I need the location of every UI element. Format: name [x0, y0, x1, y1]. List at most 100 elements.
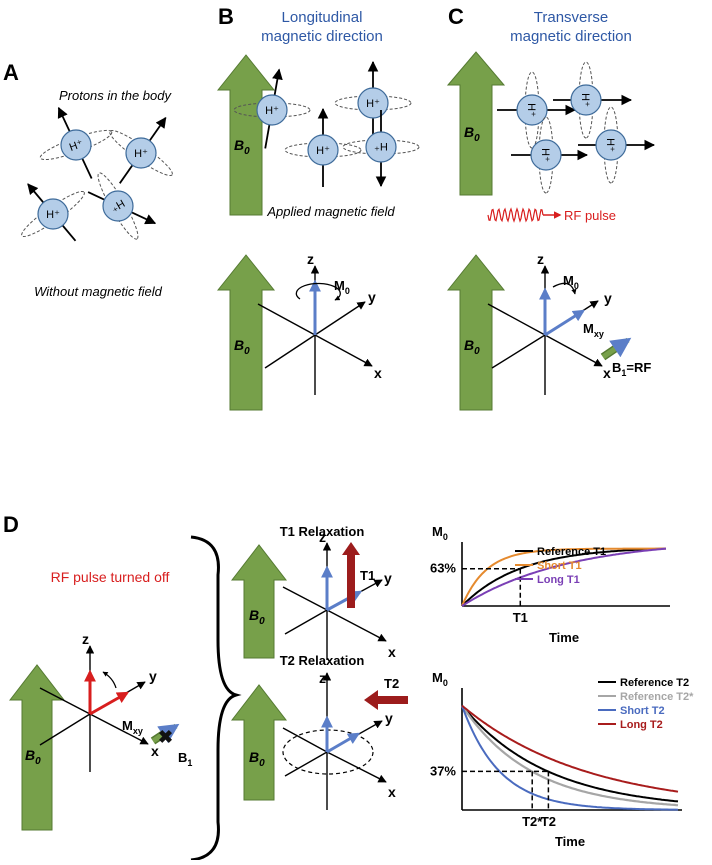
series-line — [461, 547, 667, 607]
marker-x-label: T1 — [513, 610, 528, 625]
proton: H⁺ — [233, 68, 311, 149]
proton-ball — [530, 139, 562, 171]
panel-label-a: A — [3, 60, 19, 85]
b0-arrow-t1: B0 — [230, 544, 288, 659]
series-line — [461, 705, 679, 811]
spin-line — [272, 68, 283, 96]
title-longitudinal-1: Longitudinal — [282, 9, 363, 26]
legend-entry: Reference T2* — [620, 691, 694, 703]
proton-label: H⁺ — [265, 105, 279, 117]
series-line — [461, 704, 679, 807]
svg-text:x: x — [374, 365, 382, 381]
svg-text:B0: B0 — [249, 749, 265, 769]
proton: H⁺ — [342, 110, 420, 188]
series-line — [461, 547, 666, 607]
b0-arrow-d-main: B0 — [8, 664, 66, 831]
marker-x-label: T2 — [541, 814, 556, 829]
series-line — [461, 547, 666, 607]
svg-text:B0: B0 — [234, 137, 250, 157]
panel-b-protons: H⁺ H⁺ H⁺ H⁺ — [233, 60, 420, 188]
svg-text:x: x — [603, 365, 611, 381]
panel-label-b: B — [218, 4, 234, 29]
spin-line — [264, 124, 271, 149]
axes-b: z y x M0 — [257, 251, 382, 395]
spin-line — [148, 116, 167, 142]
svg-text:x: x — [388, 644, 396, 660]
proton: H⁺ — [334, 60, 412, 140]
proton: H⁺ — [21, 183, 85, 242]
proton-label: H⁺ — [525, 103, 537, 117]
proton-ball — [365, 131, 397, 163]
svg-text:B1: B1 — [178, 750, 192, 768]
proton-ball — [256, 94, 288, 126]
panel-c-protons: H⁺H⁺H⁺H⁺ — [497, 61, 656, 194]
svg-text:x: x — [151, 743, 159, 759]
svg-text:T2: T2 — [384, 676, 399, 691]
axes-c: z y x M0 Mxy B1=RF — [487, 251, 651, 395]
legend-entry: Long T1 — [537, 574, 580, 586]
proton-label: H⁺ — [134, 148, 148, 160]
svg-text:y: y — [368, 289, 376, 305]
spin-line — [27, 183, 45, 204]
svg-text:B0: B0 — [464, 124, 480, 144]
caption-t2-relaxation: T2 Relaxation — [280, 653, 365, 668]
svg-text:✖: ✖ — [158, 727, 173, 747]
proton: H⁺ — [553, 61, 633, 139]
precession-orbit — [21, 190, 85, 238]
svg-text:z: z — [82, 631, 89, 647]
proton-ball — [595, 129, 627, 161]
proton-ball — [570, 84, 602, 116]
svg-text:x: x — [388, 784, 396, 800]
series-line — [461, 704, 679, 803]
precession-orbit — [538, 116, 554, 194]
proton-label: H⁺ — [579, 93, 591, 107]
svg-text:y: y — [604, 290, 612, 306]
svg-text:z: z — [307, 251, 314, 267]
b0-arrow-c-top: B0 — [446, 51, 506, 196]
panel-label-d: D — [3, 512, 19, 537]
proton-label: H⁺ — [366, 98, 380, 110]
precession-orbit — [342, 139, 420, 155]
panel-label-c: C — [448, 4, 464, 29]
proton-ball — [102, 190, 134, 222]
svg-text:M0: M0 — [334, 278, 350, 296]
axes-d-main: z y x Mxy ✖ B1 — [39, 631, 192, 772]
caption-applied-field: Applied magnetic field — [266, 204, 395, 219]
svg-text:z: z — [537, 251, 544, 267]
proton-ball — [60, 129, 92, 161]
marker-x-label: T2* — [522, 814, 543, 829]
precession-orbit — [97, 172, 139, 240]
svg-text:M0: M0 — [563, 273, 579, 291]
rf-pulse-label: RF pulse — [564, 208, 616, 223]
proton: H⁺ — [109, 116, 173, 184]
spin-line — [61, 224, 77, 242]
title-transverse-1: Transverse — [534, 9, 608, 26]
legend-entry: Long T2 — [620, 719, 663, 731]
proton-label: H⁺ — [539, 148, 551, 162]
spin-line — [119, 164, 134, 184]
svg-text:B0: B0 — [464, 337, 480, 357]
svg-text:B0: B0 — [234, 337, 250, 357]
proton-label: H⁺ — [374, 140, 388, 152]
proton-label: H⁺ — [68, 138, 85, 154]
legend-entry: Reference T2 — [620, 677, 689, 689]
marker-y-label: 37% — [430, 763, 456, 778]
brace — [190, 535, 242, 862]
precession-orbit — [603, 106, 619, 184]
b0-arrow-b-top: B0 — [216, 54, 276, 216]
svg-text:Mxy: Mxy — [122, 718, 143, 736]
legend-entry: Short T2 — [620, 705, 665, 717]
proton: H⁺ — [87, 172, 157, 240]
series-line — [461, 704, 679, 793]
proton-ball — [37, 198, 69, 230]
title-transverse-2: magnetic direction — [510, 28, 632, 45]
proton: H⁺ — [284, 107, 362, 187]
spin-line — [131, 211, 157, 225]
marker-y-label: 63% — [430, 561, 456, 576]
spin-line — [81, 158, 93, 179]
axes-t2: z y x T2 — [282, 670, 408, 810]
